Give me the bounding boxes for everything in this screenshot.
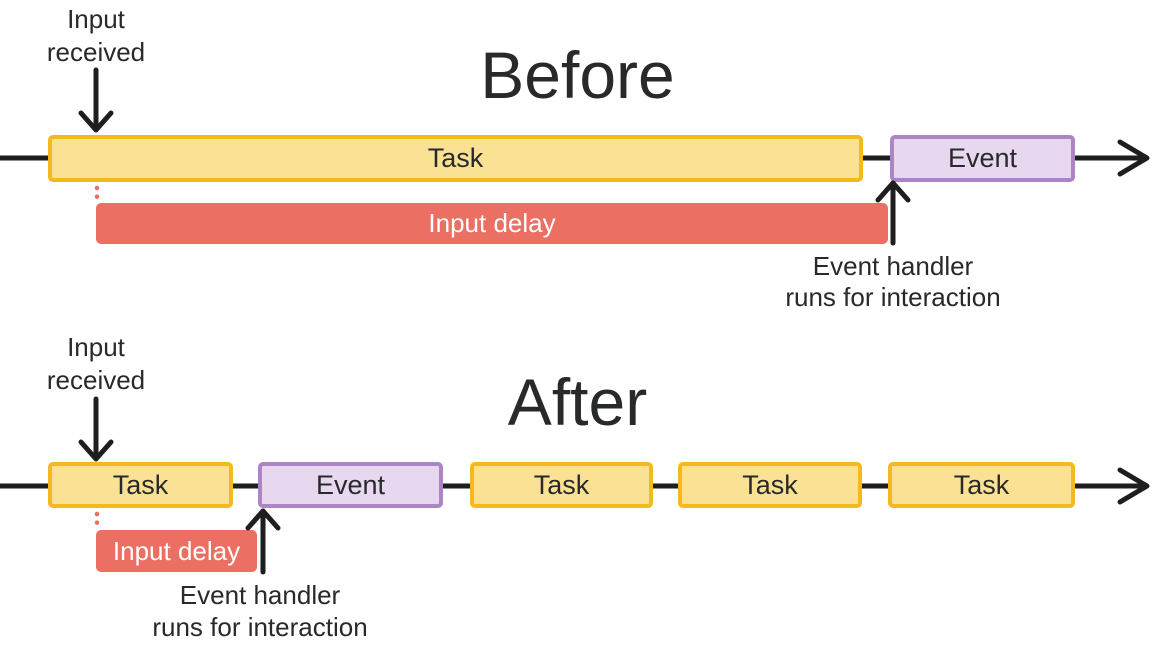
- after-title: After: [507, 365, 648, 439]
- before-input-delay-bar: Input delay: [96, 203, 888, 244]
- after-task-bar-3: Task: [678, 462, 862, 508]
- before-title: Before: [480, 38, 675, 112]
- before-event-handler-label: Event handler runs for interaction: [785, 251, 1001, 312]
- after-input-delay-bar: Input delay: [96, 530, 257, 572]
- arrowhead-up-icon: [245, 508, 281, 531]
- before-input-received-label: Input received: [46, 4, 146, 67]
- arrowhead-right-icon: [1117, 139, 1150, 177]
- task-bar-label: Task: [742, 469, 798, 500]
- arrowhead-up-icon: [875, 180, 911, 203]
- after-task-bar-1: Task: [48, 462, 233, 508]
- before-task-bar: Task: [48, 135, 863, 182]
- after-task-bar-4: Task: [888, 462, 1075, 508]
- arrowhead-down-icon: [78, 439, 114, 462]
- arrowhead-right-icon: [1117, 467, 1150, 505]
- before-event-bar: Event: [890, 135, 1075, 182]
- task-bar-label: Task: [953, 469, 1010, 500]
- after-task-bar-2: Task: [470, 462, 653, 508]
- event-bar-label: Event: [315, 469, 386, 500]
- after-event-bar: Event: [258, 462, 443, 508]
- event-bar-label: Event: [947, 143, 1018, 173]
- before-event-handler-arrow-icon: [875, 180, 911, 246]
- before-input-received-arrow-icon: [78, 67, 114, 133]
- input-delay-label: Input delay: [428, 208, 556, 238]
- after-event-handler-label: Event handler runs for interaction: [152, 580, 368, 642]
- after-input-received-label: Input received: [46, 332, 146, 395]
- after-event-handler-arrow-icon: [245, 508, 281, 575]
- task-bar-label: Task: [112, 469, 169, 500]
- task-bar-label: Task: [427, 143, 484, 173]
- after-delay-connector: [94, 511, 100, 530]
- arrowhead-down-icon: [78, 110, 114, 133]
- before-delay-connector: [94, 185, 100, 204]
- task-bar-label: Task: [533, 469, 590, 500]
- after-input-received-arrow-icon: [78, 396, 114, 462]
- input-delay-label: Input delay: [112, 535, 241, 566]
